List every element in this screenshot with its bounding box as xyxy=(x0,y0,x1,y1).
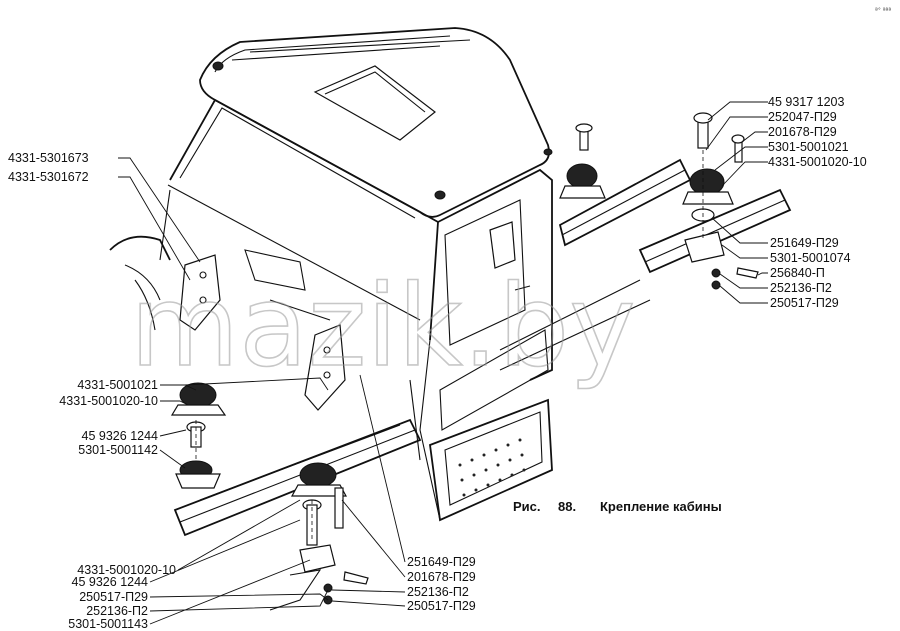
part-label: 251649-П29 xyxy=(770,236,839,250)
part-label: 4331-5001021 xyxy=(77,378,158,392)
part-label: 4331-5001020-10 xyxy=(59,394,158,408)
part-label: 252136-П2 xyxy=(407,585,469,599)
part-label: 5301-5001143 xyxy=(68,617,148,631)
part-label: 252136-П2 xyxy=(86,604,148,618)
leader-lines xyxy=(118,101,768,625)
caption-number: 88. xyxy=(558,499,576,514)
part-label: 5301-5001142 xyxy=(78,443,158,457)
part-label: 250517-П29 xyxy=(79,590,148,604)
marker-lamp-icon xyxy=(434,190,446,200)
part-label: 201678-П29 xyxy=(407,570,476,584)
labels-upper-left: 4331-5301673 4331-5301672 xyxy=(8,151,89,184)
cab-drawing xyxy=(109,27,792,611)
part-label: 4331-5301672 xyxy=(8,170,89,184)
labels-bottom-center: 251649-П29 201678-П29 252136-П2 250517-П… xyxy=(407,555,476,613)
part-label: 4331-5301673 xyxy=(8,151,89,165)
labels-left-mid: 4331-5001021 4331-5001020-10 45 9326 124… xyxy=(59,378,158,457)
watermark: mazik.by xyxy=(130,262,635,392)
part-label: 252047-П29 xyxy=(768,110,837,124)
corner-mark: ª° ªªª xyxy=(875,7,891,14)
part-label: 201678-П29 xyxy=(768,125,837,139)
part-label: 250517-П29 xyxy=(407,599,476,613)
part-label: 256840-П xyxy=(770,266,825,280)
cushion-mount-left xyxy=(170,382,227,489)
labels-upper-right: 45 9317 1203 252047-П29 201678-П29 5301-… xyxy=(768,95,867,169)
cushion-mount-rear xyxy=(559,112,759,290)
part-label: 4331-5001020-10 xyxy=(768,155,867,169)
caption-title: Крепление кабины xyxy=(600,499,722,514)
labels-bottom-left: 4331-5001020-10 45 9326 1244 250517-П29 … xyxy=(68,563,176,631)
labels-right-mid: 251649-П29 5301-5001074 256840-П 252136-… xyxy=(770,236,851,310)
step-perforation xyxy=(458,438,526,497)
caption-prefix: Рис. xyxy=(513,499,541,514)
marker-lamp-icon xyxy=(543,148,553,156)
part-label: 251649-П29 xyxy=(407,555,476,569)
part-label: 5301-5001074 xyxy=(770,251,851,265)
part-label: 45 9317 1203 xyxy=(768,95,845,109)
part-label: 4331-5001020-10 xyxy=(77,563,176,577)
figure-caption: Рис. 88. Крепление кабины xyxy=(513,499,722,514)
marker-lamp-icon xyxy=(212,61,224,71)
part-label: 252136-П2 xyxy=(770,281,832,295)
part-label: 250517-П29 xyxy=(770,296,839,310)
part-label: 45 9326 1244 xyxy=(82,429,159,443)
cushion-mount-center xyxy=(269,462,369,611)
part-label: 45 9326 1244 xyxy=(72,575,149,589)
part-label: 5301-5001021 xyxy=(768,140,849,154)
